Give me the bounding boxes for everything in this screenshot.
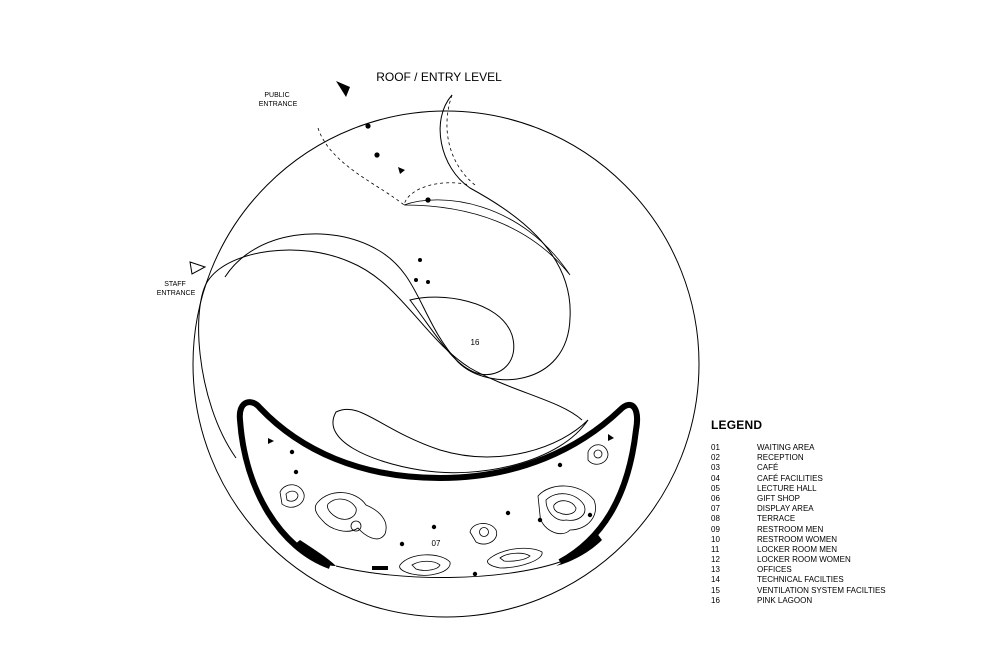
person-icon xyxy=(557,462,563,468)
entry-swirl-lower xyxy=(209,249,583,421)
legend-item: 09 RESTROOM MEN xyxy=(711,525,911,535)
entry-swirl xyxy=(224,94,571,381)
legend-item-name: PINK LAGOON xyxy=(757,595,813,605)
person-icon xyxy=(414,278,418,282)
legend-item: 08 TERRACE xyxy=(711,514,911,524)
legend-item: 12 LOCKER ROOM WOMEN xyxy=(711,555,911,565)
legend-item-number: 03 xyxy=(711,463,720,473)
person-icon xyxy=(399,541,405,547)
legend-item: 02 RECEPTION xyxy=(711,453,911,463)
person-icon xyxy=(289,449,295,455)
legend-item: 13 OFFICES xyxy=(711,565,911,575)
direction-arrow-icon xyxy=(608,434,614,441)
legend-item: 03 CAFÉ xyxy=(711,463,911,473)
legend-item-name: DISPLAY AREA xyxy=(757,504,814,514)
staff-entrance-line-1: STAFF xyxy=(164,281,186,288)
legend-item-number: 07 xyxy=(711,504,720,514)
person-icon xyxy=(418,258,422,262)
legend-item-number: 15 xyxy=(711,585,720,595)
public-entrance-label: PUBLIC ENTRANCE xyxy=(259,92,298,108)
legend-list: 01 WAITING AREA 02 RECEPTION 03 CAFÉ 04 CAFÉ FA… xyxy=(711,443,911,606)
legend-item-name: RESTROOM WOMEN xyxy=(757,534,837,544)
public-entrance-line-2: ENTRANCE xyxy=(259,101,298,108)
plan-title: ROOF / ENTRY LEVEL xyxy=(376,70,502,84)
legend-item-number: 16 xyxy=(711,595,720,605)
staff-entrance-label: STAFF ENTRANCE xyxy=(157,281,196,297)
person-icon xyxy=(426,280,430,284)
legend-item: 14 TECHNICAL FACILTIES xyxy=(711,575,911,585)
direction-arrow-icon xyxy=(398,167,405,174)
legend-item: 06 GIFT SHOP xyxy=(711,494,911,504)
legend-item-name: RESTROOM MEN xyxy=(757,524,824,534)
display-area-wall xyxy=(236,399,640,569)
display-area-label: 07 xyxy=(432,539,441,548)
person-icon xyxy=(374,152,380,158)
pink-lagoon xyxy=(409,296,515,376)
person-icon xyxy=(293,469,299,475)
legend-item-number: 02 xyxy=(711,453,720,463)
legend-item: 11 LOCKER ROOM MEN xyxy=(711,545,911,555)
legend-item-name: WAITING AREA xyxy=(757,443,815,452)
legend-item-number: 05 xyxy=(711,483,720,493)
wall-end-right xyxy=(556,532,602,566)
legend-item: 05 LECTURE HALL xyxy=(711,484,911,494)
roof-outline xyxy=(192,110,700,618)
person-icon xyxy=(425,197,431,203)
entry-arrow-icon xyxy=(336,81,350,97)
legend-item-number: 06 xyxy=(711,493,720,503)
legend-item-name: RECEPTION xyxy=(757,453,804,463)
legend-item: 15 VENTILATION SYSTEM FACILTIES xyxy=(711,586,911,596)
person-group-icon xyxy=(372,566,388,570)
person-icon xyxy=(505,510,511,516)
legend-item-name: VENTILATION SYSTEM FACILTIES xyxy=(757,585,886,595)
legend-item-number: 09 xyxy=(711,524,720,534)
legend-title: LEGEND xyxy=(711,418,763,432)
entry-ramp-dashed xyxy=(317,127,471,206)
staff-entrance-line-2: ENTRANCE xyxy=(157,290,196,297)
legend-item-name: CAFÉ FACILITIES xyxy=(757,473,823,483)
staff-entrance-arrow-icon xyxy=(189,261,207,275)
person-icon xyxy=(431,524,437,530)
legend-item-name: CAFÉ xyxy=(757,463,779,473)
legend-item-number: 11 xyxy=(711,544,720,554)
person-icon xyxy=(587,512,593,518)
person-icon xyxy=(537,517,543,523)
legend-item-number: 13 xyxy=(711,565,720,575)
legend-item-name: LECTURE HALL xyxy=(757,483,817,493)
legend-item-number: 12 xyxy=(711,555,720,565)
lagoon-label: 16 xyxy=(471,338,480,347)
legend-item-name: OFFICES xyxy=(757,565,792,575)
legend-item: 01 WAITING AREA xyxy=(711,443,911,453)
wall-end-left xyxy=(294,540,336,566)
legend-item: 16 PINK LAGOON xyxy=(711,596,911,606)
entry-swirl-outer xyxy=(198,277,237,459)
person-icon xyxy=(472,571,478,577)
display-pools xyxy=(279,444,609,576)
legend-item-name: LOCKER ROOM WOMEN xyxy=(757,555,851,565)
entry-ramp-dashed-2 xyxy=(446,94,476,186)
people-figures xyxy=(289,123,593,577)
legend-item-name: TERRACE xyxy=(757,514,796,524)
legend-item-name: TECHNICAL FACILTIES xyxy=(757,575,844,585)
public-entrance-line-1: PUBLIC xyxy=(264,92,289,99)
legend-item-number: 04 xyxy=(711,473,720,483)
direction-arrow-icon xyxy=(268,438,274,444)
legend-item: 10 RESTROOM WOMEN xyxy=(711,535,911,545)
legend-item-number: 10 xyxy=(711,534,720,544)
inner-slot xyxy=(332,408,589,474)
entry-ramp xyxy=(403,199,571,276)
legend-item: 04 CAFÉ FACILITIES xyxy=(711,474,911,484)
legend-item-name: GIFT SHOP xyxy=(757,493,800,503)
legend-item-number: 14 xyxy=(711,575,720,585)
legend-item: 07 DISPLAY AREA xyxy=(711,504,911,514)
legend-item-number: 01 xyxy=(711,443,720,452)
legend-item-name: LOCKER ROOM MEN xyxy=(757,544,838,554)
person-icon xyxy=(365,123,371,129)
display-area-wall-inner xyxy=(335,561,561,578)
legend-item-number: 08 xyxy=(711,514,720,524)
